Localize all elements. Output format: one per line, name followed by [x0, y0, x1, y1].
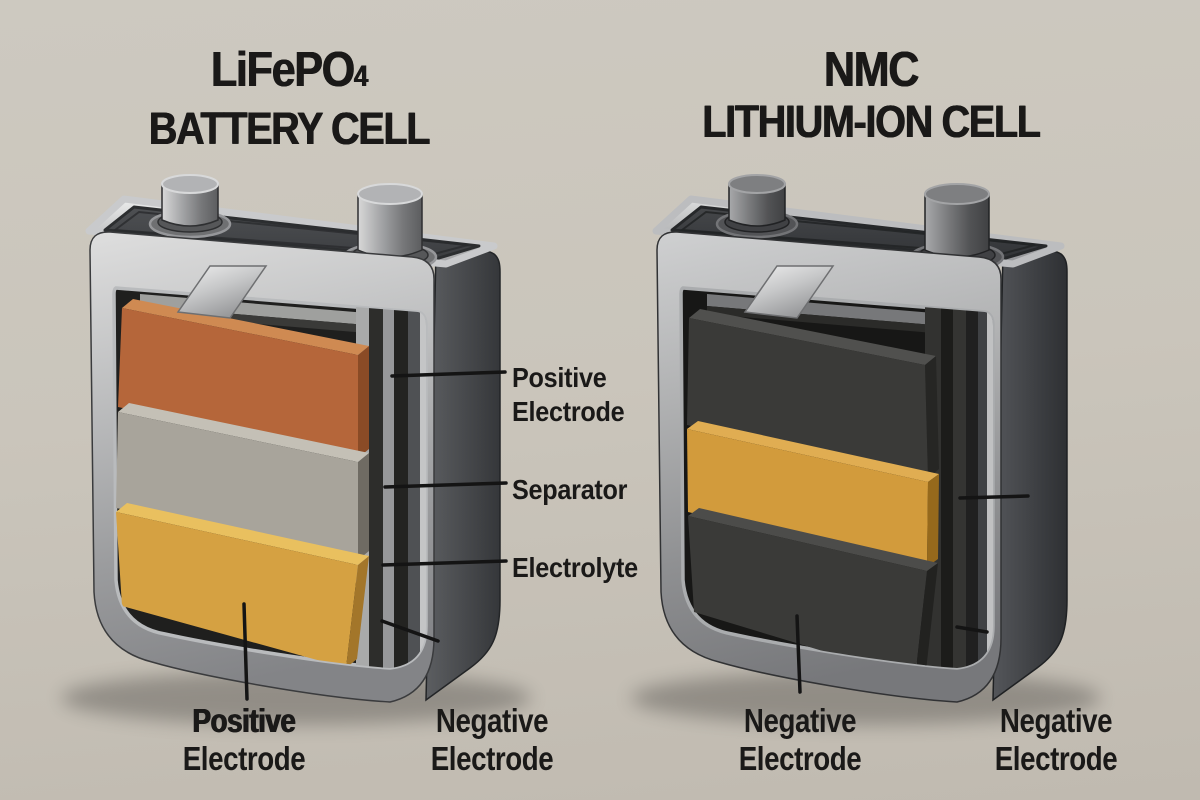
nmc-inner-wall: [978, 296, 987, 668]
callout-negative-electrode-nmc-right: Negative Electrode: [994, 702, 1118, 777]
leader-negative-nmc-left: [795, 614, 802, 694]
lfp-title-formula: LiFePO4: [210, 43, 368, 97]
nmc-electrolyte-layer: [687, 429, 928, 567]
nmc-inner-lip: [987, 296, 993, 668]
callout-negative-electrode-lfp: Negative Electrode: [430, 702, 554, 777]
leader-nmc-low: [955, 625, 989, 634]
lfp-separator-layer: [116, 412, 358, 560]
lfp-top-plate-groove: [112, 210, 469, 256]
lfp-positive-layer-side: [358, 346, 369, 458]
leader-positive-electrode: [390, 370, 507, 378]
nmc-top-plate-groove: [679, 210, 1036, 256]
lfp-battery-illustration: [61, 174, 531, 725]
leader-electrolyte: [381, 559, 508, 567]
lfp-separator-layer-side: [358, 453, 369, 560]
lfp-terminal-left: [148, 174, 232, 239]
nmc-electrode-layer-2-side: [915, 563, 938, 668]
nmc-cell-stack: [687, 294, 993, 668]
callout-separator: Separator: [512, 474, 628, 505]
lfp-title-line2: BATTERY CELL: [148, 103, 431, 154]
nmc-electrolyte-layer-side: [927, 474, 939, 567]
lfp-foil-sheet-2: [383, 296, 394, 668]
callout-positive-electrode: Positive Electrode: [512, 362, 625, 427]
lfp-separator-layer-top: [118, 403, 369, 462]
callout-positive-electrode-bottom: Positive Electrode: [182, 702, 306, 777]
leader-positive-bottom: [242, 602, 249, 701]
lfp-positive-electrode-layer: [118, 308, 358, 458]
nmc-gap-sheet-2: [966, 296, 978, 668]
nmc-electrode-layer-top: [689, 309, 936, 365]
lfp-electrolyte-layer-top: [116, 503, 369, 565]
nmc-gap-sheet: [941, 296, 953, 668]
lfp-electrolyte-layer: [116, 512, 358, 668]
lfp-dark-sheet-2: [394, 296, 408, 668]
lfp-inner-wall: [408, 296, 420, 668]
nmc-terminal-left: [715, 174, 799, 239]
nmc-title: NMC LITHIUM-ION CELL: [695, 42, 1047, 146]
leader-nmc-mid: [958, 494, 1030, 500]
callout-negative-electrode-nmc-left: Negative Electrode: [738, 702, 862, 777]
lfp-dark-sheet: [369, 296, 383, 668]
nmc-case-side-face: [992, 248, 1068, 702]
nmc-title-line2: LITHIUM-ION CELL: [702, 96, 1041, 147]
lfp-inner-lip: [420, 296, 426, 668]
callout-electrolyte: Electrolyte: [512, 552, 638, 583]
nmc-title-line1: NMC: [823, 43, 920, 97]
nmc-battery-illustration: [631, 174, 1101, 725]
lfp-title: LiFePO4 BATTERY CELL: [113, 42, 465, 153]
nmc-peeled-flap: [743, 265, 835, 319]
nmc-electrolyte-layer-top: [687, 421, 939, 482]
leader-lines: [242, 370, 1030, 701]
lfp-electrolyte-layer-side: [346, 556, 369, 668]
lfp-title-subscript: 4: [353, 60, 368, 93]
nmc-electrode-layer-side: [925, 356, 939, 478]
lfp-case-side-face: [425, 248, 501, 702]
nmc-electrode-layer-2-top: [688, 508, 938, 571]
leader-negative-lfp: [380, 619, 440, 643]
nmc-dark-sheet-2: [953, 296, 966, 668]
lfp-cell-stack: [116, 294, 426, 668]
leader-separator: [383, 481, 508, 489]
nmc-negative-electrode-layer-lower: [688, 516, 927, 668]
lfp-peeled-flap: [176, 265, 268, 319]
